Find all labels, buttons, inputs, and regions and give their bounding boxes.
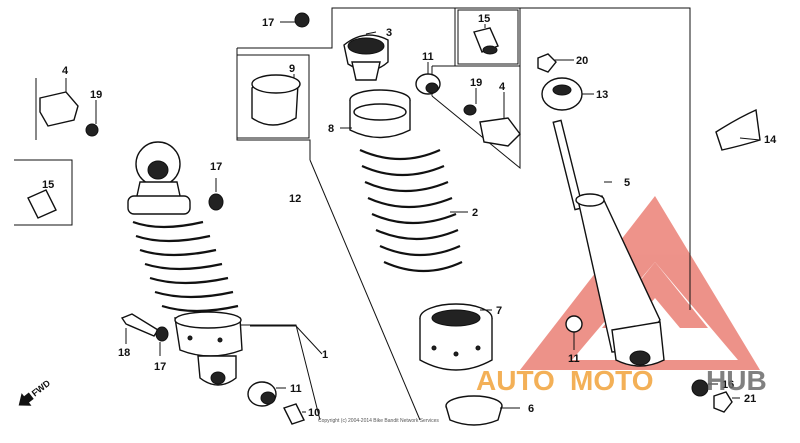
label-11-top: 11	[422, 51, 434, 63]
label-20: 20	[576, 55, 588, 67]
label-17-left: 17	[210, 161, 222, 173]
bushing-11-right	[565, 315, 583, 333]
adjuster-right	[463, 104, 521, 147]
label-16: 16	[722, 379, 734, 391]
label-17-bottom: 17	[154, 361, 166, 373]
label-18: 18	[118, 347, 130, 359]
label-11-right: 11	[568, 353, 580, 365]
collar-10	[283, 403, 305, 425]
fwd-arrow: FWD	[18, 378, 53, 406]
label-4-right: 4	[499, 81, 506, 93]
label-15-left: 15	[42, 179, 54, 191]
label-13: 13	[596, 89, 608, 101]
adjuster-left	[39, 91, 99, 137]
watermark-text-auto: AUTO	[476, 365, 555, 396]
part-number-labels: 17 3 15 9 11 20 4 19 19 4 13 8 14 15 17 …	[42, 13, 777, 419]
assembly-outline	[14, 7, 691, 421]
label-17-top: 17	[262, 17, 274, 29]
nut-21	[713, 391, 733, 413]
washer-17-left	[208, 193, 224, 211]
label-7: 7	[496, 305, 502, 317]
label-strip	[715, 108, 761, 151]
rubber-cap	[251, 74, 301, 126]
label-19-right: 19	[470, 77, 482, 89]
shock-spring-coils	[132, 220, 239, 313]
label-3: 3	[386, 27, 392, 39]
label-9: 9	[289, 63, 295, 75]
label-4-left: 4	[62, 65, 69, 77]
label-21: 21	[744, 393, 756, 405]
label-1: 1	[322, 349, 328, 361]
spring	[349, 89, 463, 273]
label-10: 10	[308, 407, 320, 419]
fwd-arrow-icon	[18, 392, 34, 406]
lower-cover	[419, 303, 493, 371]
collar-left	[27, 189, 57, 219]
label-11-bottom: 11	[290, 383, 302, 395]
washer-16	[691, 379, 709, 397]
label-5: 5	[624, 177, 630, 189]
lower-joint	[445, 395, 503, 426]
bushing-upper	[415, 73, 441, 95]
watermark-text-moto: MOTO	[570, 365, 653, 396]
collar-top	[473, 27, 499, 55]
copyright-text: Copyright (c) 2004-2014 Bike Bandit Netw…	[318, 418, 439, 424]
bolt-18	[120, 313, 169, 342]
watermark-text-hub: HUB	[706, 365, 767, 396]
label-8: 8	[328, 123, 334, 135]
label-12: 12	[289, 193, 301, 205]
damper	[552, 119, 665, 367]
label-6: 6	[528, 403, 534, 415]
label-15-top: 15	[478, 13, 490, 25]
label-19-left: 19	[90, 89, 102, 101]
bushing-11-lower	[247, 381, 277, 407]
label-14: 14	[764, 134, 777, 146]
washer-17-top	[294, 12, 310, 28]
leader-lines	[65, 21, 761, 413]
label-2: 2	[472, 207, 478, 219]
fwd-label: FWD	[30, 378, 53, 399]
upper-mount-bushing	[343, 34, 389, 81]
shock-absorber-assembly	[127, 141, 243, 386]
watermark-text: AUTO MOTO HUB	[476, 365, 767, 396]
